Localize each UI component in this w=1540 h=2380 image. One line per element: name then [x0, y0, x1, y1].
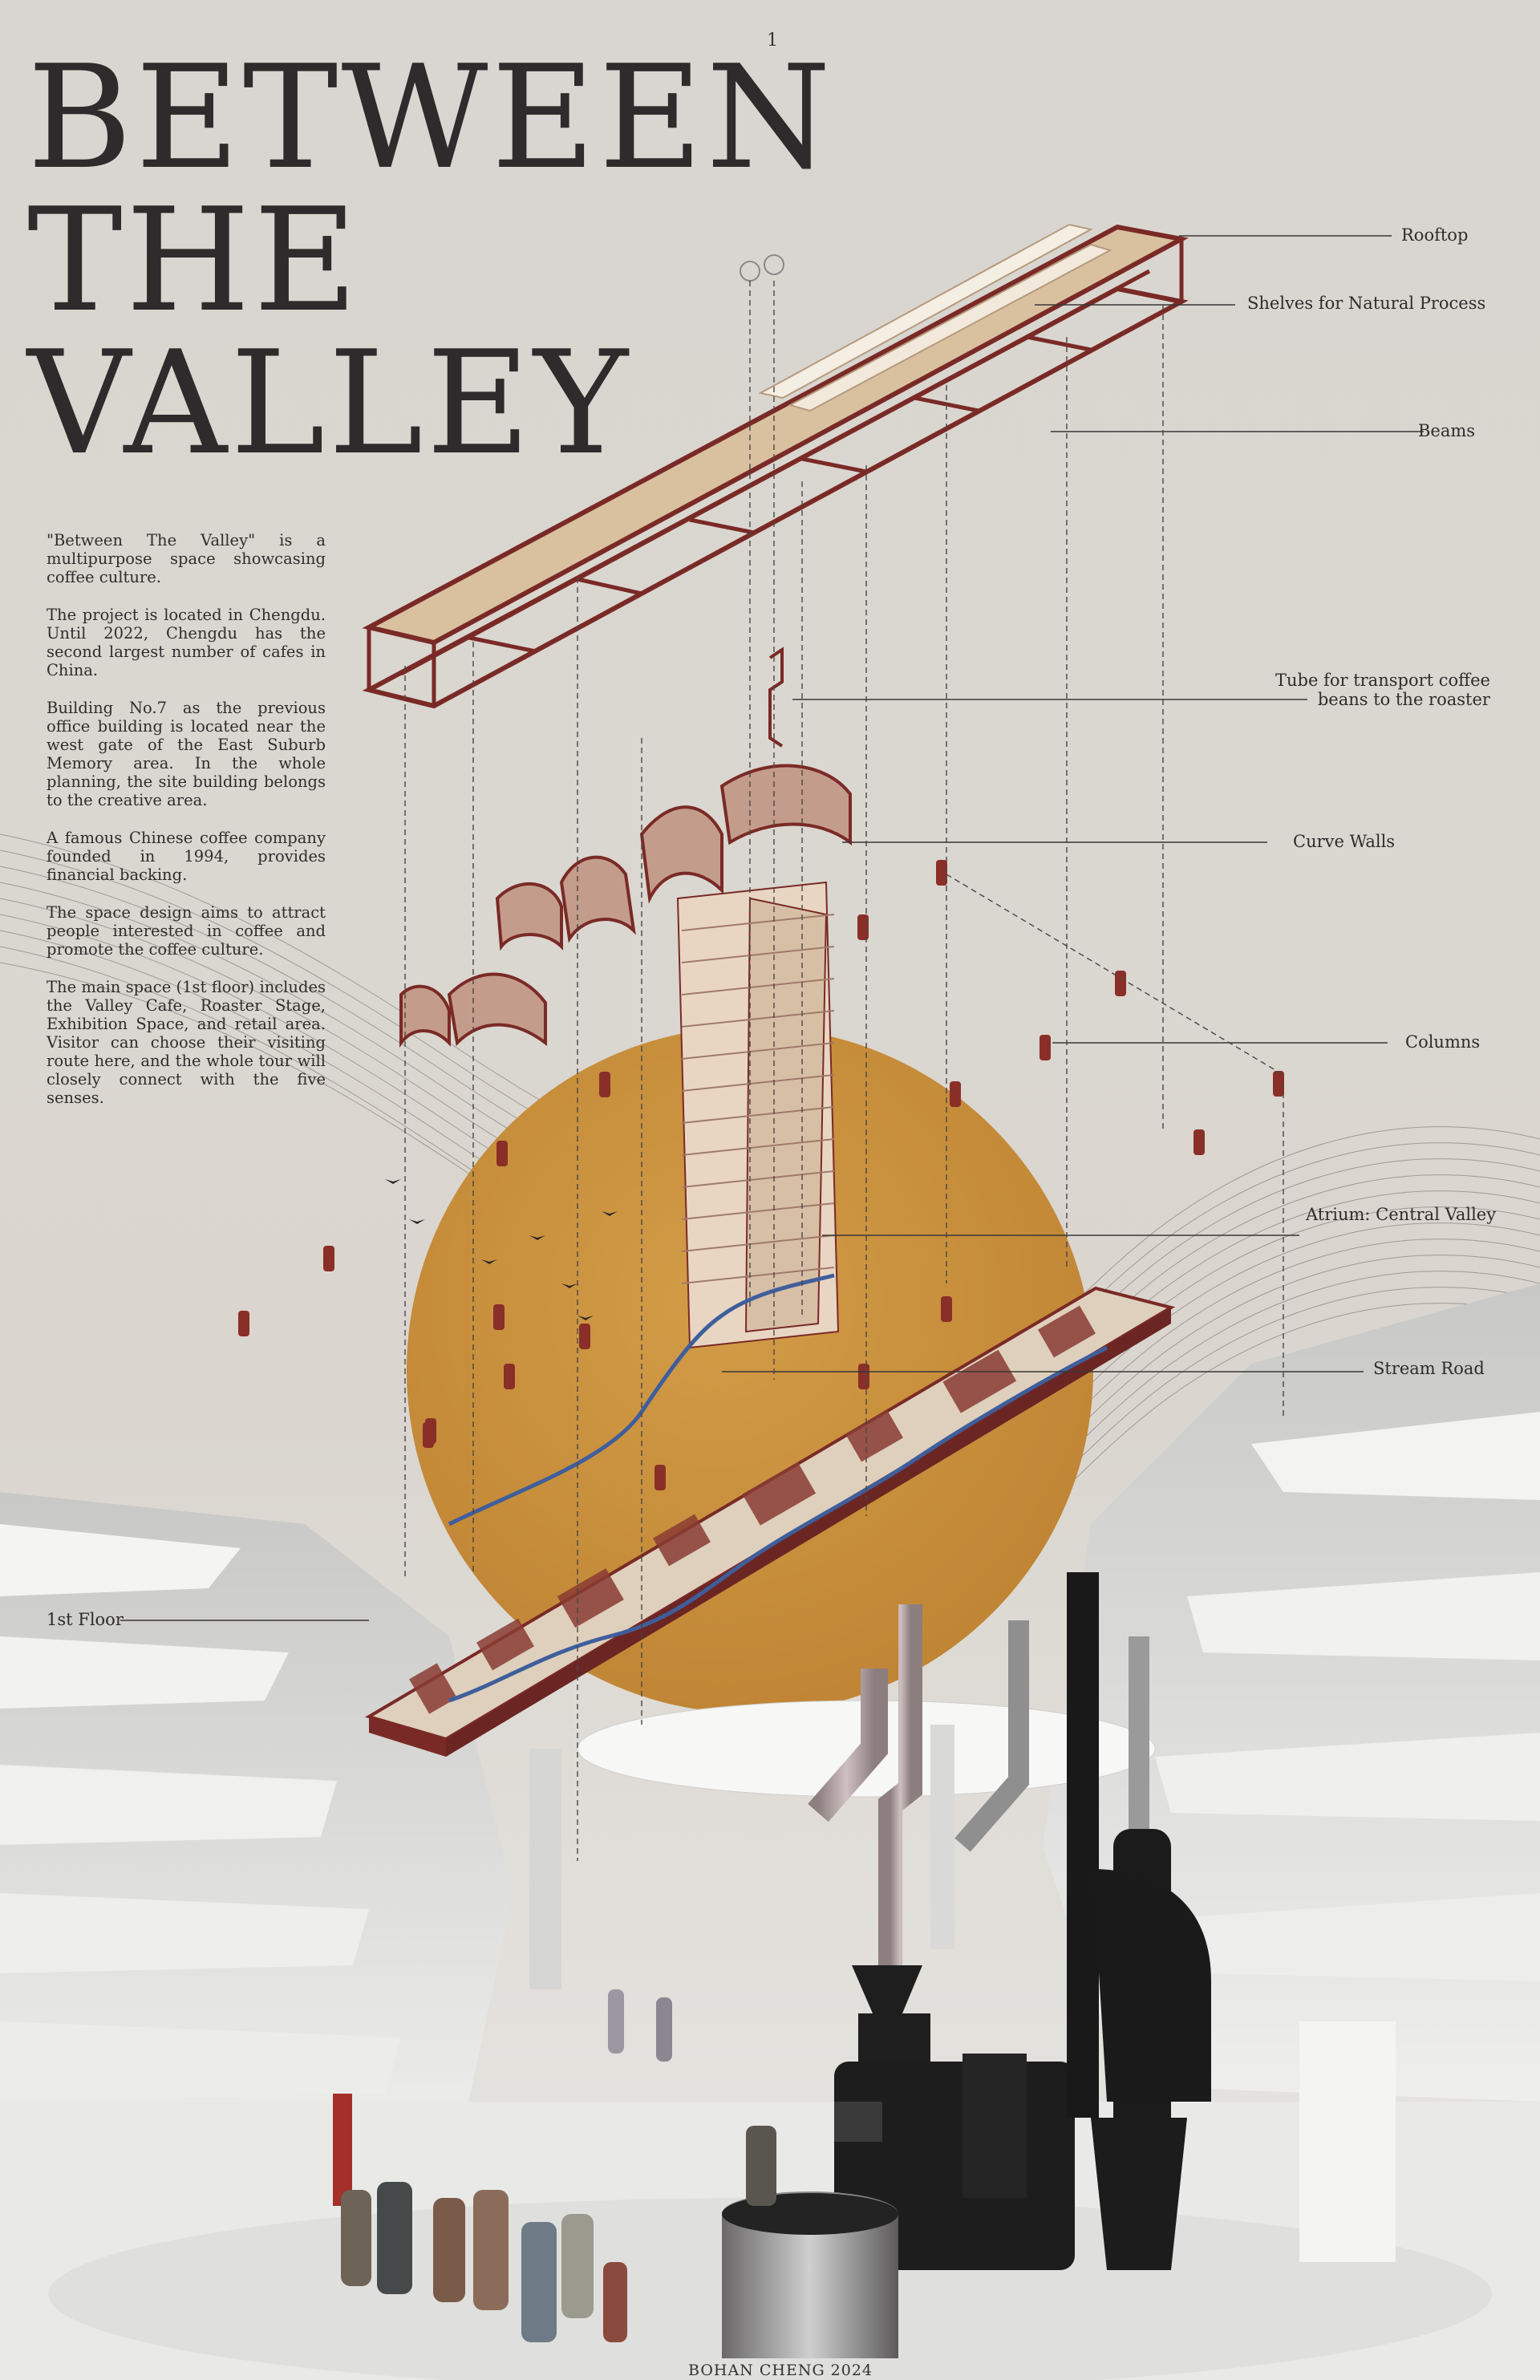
curve-walls: [399, 764, 852, 1048]
poster-title: BETWEEN THE VALLEY: [27, 34, 835, 486]
description-paragraph: "Between The Valley" is a multipurpose s…: [47, 531, 326, 586]
title-line-2: THE: [27, 177, 361, 343]
description-paragraph: A famous Chinese coffee company founded …: [47, 829, 326, 884]
description-paragraph: The project is located in Chengdu. Until…: [47, 606, 326, 679]
label-stream-road: Stream Road: [1373, 1359, 1485, 1378]
description-paragraph: The main space (1st floor) includes the …: [47, 978, 326, 1107]
description-paragraph: Building No.7 as the previous office bui…: [47, 699, 326, 809]
leader-lines: [120, 235, 1424, 1621]
visitor-silhouettes: [341, 1989, 776, 2342]
dashed-projection-lines: [404, 281, 1284, 1861]
label-beams: Beams: [1418, 421, 1476, 440]
rooftop-deck: [362, 223, 1189, 709]
title-line-1: BETWEEN: [27, 34, 835, 201]
birds: [385, 1179, 618, 1320]
first-floor-plate: [365, 1286, 1176, 1757]
valley-interior-render: [0, 1283, 1540, 2380]
description-paragraph: The space design aims to attract people …: [47, 903, 326, 959]
project-description: "Between The Valley" is a multipurpose s…: [47, 531, 326, 1126]
label-tube-line-1: Tube for transport coffee: [1275, 671, 1490, 690]
stream-road: [448, 1273, 835, 1527]
title-line-3: VALLEY: [27, 320, 631, 486]
label-columns: Columns: [1405, 1032, 1481, 1052]
sun-disc: [407, 1027, 1093, 1713]
transport-tube: [768, 647, 784, 748]
column-markers: [238, 860, 1284, 1490]
central-valley-stack: [676, 881, 840, 1349]
label-tube: Tube for transport coffee beans to the r…: [1275, 671, 1490, 709]
page-number: 1: [767, 30, 778, 51]
author-credit: BOHAN CHENG 2024: [688, 2362, 873, 2379]
coffee-roaster: [722, 1572, 1211, 2358]
label-rooftop: Rooftop: [1401, 225, 1469, 245]
label-first-floor: 1st Floor: [47, 1610, 124, 1629]
label-tube-line-2: beans to the roaster: [1317, 690, 1490, 709]
label-curve-walls: Curve Walls: [1293, 832, 1396, 851]
label-shelves: Shelves for Natural Process: [1247, 294, 1486, 313]
label-atrium: Atrium: Central Valley: [1306, 1205, 1497, 1224]
